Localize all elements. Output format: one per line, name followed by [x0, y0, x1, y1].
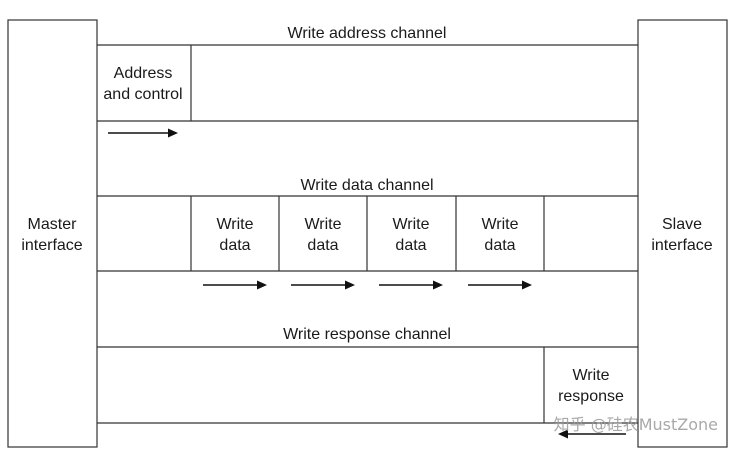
watermark-text: 知乎 @硅农MustZone [554, 415, 718, 434]
write-data-2-line1: Write [304, 216, 341, 233]
write-address-channel-title: Write address channel [288, 25, 447, 42]
master-interface-box [7, 19, 98, 448]
write-response-channel-title: Write response channel [283, 326, 451, 343]
write-data-channel: Write data channel Write data Write data… [97, 177, 638, 290]
slave-interface: Slave interface [637, 19, 728, 448]
write-data-3-arrow [379, 280, 443, 290]
write-response-line2: response [558, 388, 624, 405]
slave-label-line2: interface [651, 237, 712, 254]
write-data-4-line2: data [484, 237, 515, 254]
write-data-4-arrow [468, 280, 532, 290]
address-control-line1: Address [114, 65, 173, 82]
write-data-2-line2: data [307, 237, 338, 254]
slave-label-line1: Slave [662, 216, 702, 233]
write-data-3-line1: Write [392, 216, 429, 233]
address-control-line2: and control [103, 86, 182, 103]
write-data-2-arrow [291, 280, 355, 290]
write-data-1-line1: Write [216, 216, 253, 233]
slave-interface-box [637, 19, 728, 448]
write-response-line1: Write [572, 367, 609, 384]
address-direction-arrow [108, 128, 178, 138]
write-response-channel: Write response channel Write response [97, 326, 638, 439]
write-response-arrow [558, 429, 626, 439]
write-address-channel: Write address channel Address and contro… [97, 25, 638, 138]
write-data-4-line1: Write [481, 216, 518, 233]
write-data-1-arrow [203, 280, 267, 290]
write-data-channel-title: Write data channel [300, 177, 433, 194]
write-data-3-line2: data [395, 237, 426, 254]
master-label-line1: Master [28, 216, 78, 233]
master-label-line2: interface [21, 237, 82, 254]
master-interface: Master interface [7, 19, 98, 448]
write-data-1-line2: data [219, 237, 250, 254]
